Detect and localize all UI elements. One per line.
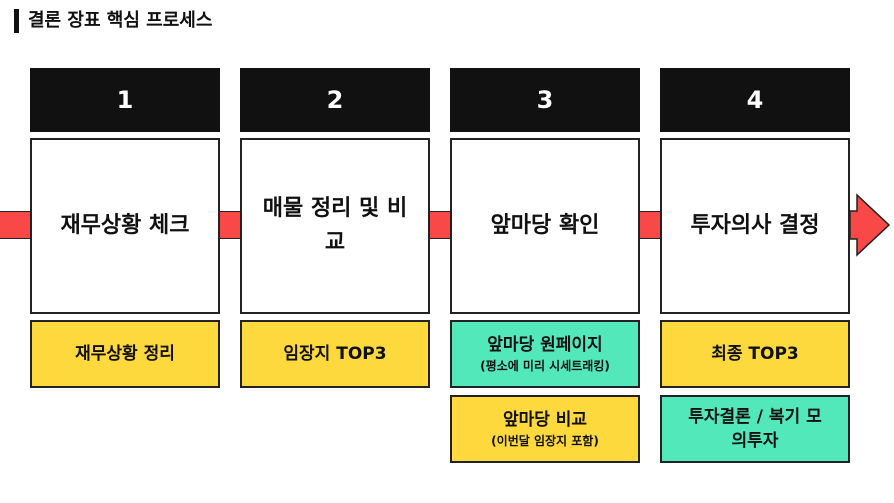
sub-task-box: 최종 TOP3 — [660, 320, 850, 388]
arrow-shaft — [220, 211, 240, 239]
arrow-shaft — [0, 211, 30, 239]
step-number: 3 — [450, 68, 640, 132]
arrow-shaft — [430, 211, 450, 239]
sub-task-text: 임장지 TOP3 — [283, 344, 387, 364]
sub-task-note: (평소에 미리 시세트래킹) — [480, 359, 610, 373]
sub-task-text: 재무상황 정리 — [75, 344, 175, 364]
step-number: 1 — [30, 68, 220, 132]
step-card: 투자의사 결정 — [660, 138, 850, 314]
arrow-shaft — [640, 211, 660, 239]
step-label: 매물 정리 및 비교 — [262, 196, 408, 255]
step-number: 4 — [660, 68, 850, 132]
sub-task-box: 앞마당 원페이지 (평소에 미리 시세트래킹) — [450, 320, 640, 388]
sub-task-box: 앞마당 비교 (이번달 임장지 포함) — [450, 395, 640, 463]
sub-task-note: (이번달 임장지 포함) — [491, 434, 599, 448]
page-title: 결론 장표 핵심 프로세스 — [28, 10, 213, 31]
sub-task-text: 앞마당 비교 — [502, 410, 588, 430]
arrow-head-icon — [849, 193, 891, 257]
step-label: 투자의사 결정 — [690, 213, 820, 238]
step-label: 재무상황 체크 — [60, 213, 190, 238]
sub-task-text: 최종 TOP3 — [711, 344, 799, 364]
sub-task-text: 투자결론 / 복기 모의투자 — [688, 407, 822, 451]
step-card: 매물 정리 및 비교 — [240, 138, 430, 314]
title-marker — [14, 9, 19, 33]
sub-task-box: 임장지 TOP3 — [240, 320, 430, 388]
sub-task-box: 투자결론 / 복기 모의투자 — [660, 395, 850, 463]
step-card: 앞마당 확인 — [450, 138, 640, 314]
sub-task-box: 재무상황 정리 — [30, 320, 220, 388]
step-card: 재무상황 체크 — [30, 138, 220, 314]
step-number: 2 — [240, 68, 430, 132]
sub-task-text: 앞마당 원페이지 — [487, 335, 603, 355]
step-label: 앞마당 확인 — [490, 213, 600, 238]
